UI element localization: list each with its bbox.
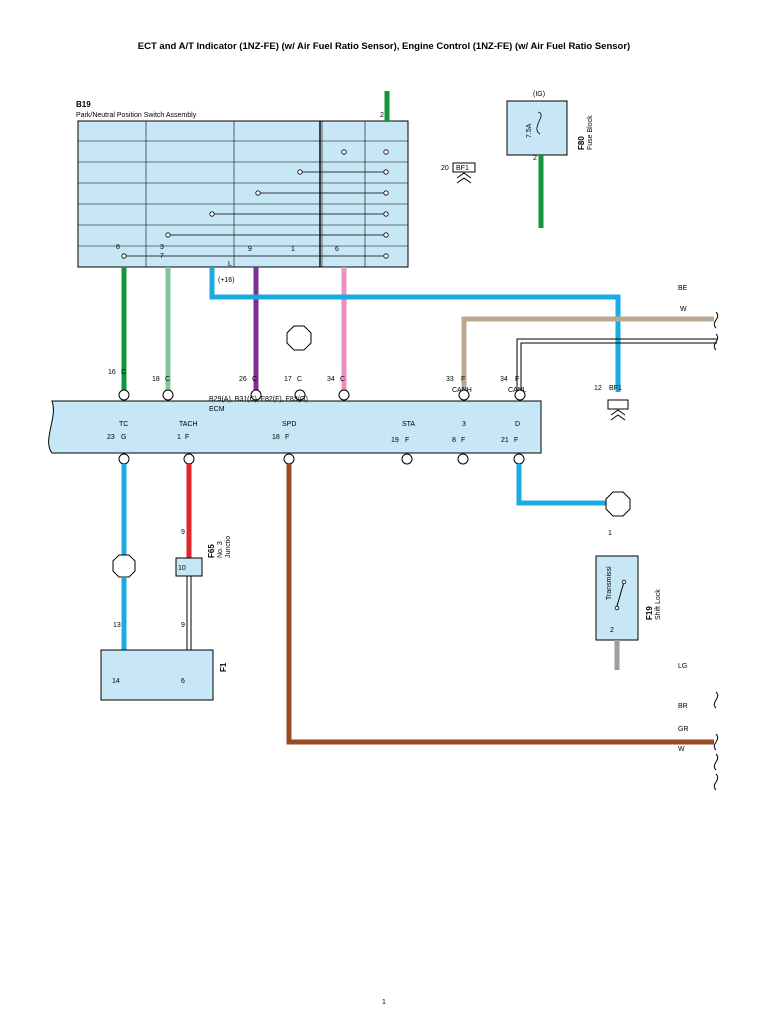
junction-pin-bottom: 9 <box>181 622 185 629</box>
f19-name: Shift Lock <box>655 589 662 620</box>
ecm-top-pin-34f: 34 <box>500 376 508 383</box>
ecm-box <box>48 400 542 454</box>
b19-pin-1: 1 <box>291 246 295 253</box>
b19-switch-box <box>77 120 409 268</box>
wire-blue-b19-l <box>209 267 621 392</box>
bf1-mid-connector <box>607 399 629 410</box>
ecm-term-spd: SPD <box>282 421 296 428</box>
b19-id: B19 <box>76 100 91 109</box>
page-number: 1 <box>382 999 386 1006</box>
fuse-rating: 7.5A <box>526 123 533 138</box>
wire-label-w-top: W <box>680 306 687 313</box>
b19-pin-6: 6 <box>335 246 339 253</box>
f1-pin-6: 6 <box>181 678 185 685</box>
b19-pin-top: 2 <box>380 112 384 119</box>
f19-id: F19 <box>645 606 654 620</box>
ecm-connectors: B29(A), B31(C), F82(F), F83(G) <box>209 396 308 403</box>
wire-label-br: BR <box>678 703 688 710</box>
junction-pin-top: 9 <box>181 529 185 536</box>
junction-f65-box <box>175 557 203 577</box>
svg-text:C: C <box>297 376 302 383</box>
svg-text:F: F <box>514 437 518 444</box>
wire-label-lg: LG <box>678 663 687 670</box>
ecm-term-tach: TACH <box>179 421 198 428</box>
svg-text:F: F <box>461 437 465 444</box>
bf1-top-pin: 20 <box>441 165 449 172</box>
f19-shift-lock-box <box>595 555 639 641</box>
octagon-connector-d <box>605 491 631 517</box>
octagon-connector-top <box>286 325 312 351</box>
bf1-top-connector <box>452 162 476 173</box>
f19-label: Transmissi <box>606 566 613 600</box>
b19-grid <box>78 121 408 267</box>
ecm-bottom-pin-circles <box>118 453 525 465</box>
wire-white-canl <box>520 342 717 392</box>
f1-pin-14: 14 <box>112 678 120 685</box>
wire-break-marks <box>713 691 719 791</box>
ecm-top-pin-26: 26 <box>239 376 247 383</box>
bf1-mid-pin: 12 <box>594 385 602 392</box>
f1-pin-top: 13 <box>113 622 121 629</box>
junction-line1: No. 3 <box>217 541 224 558</box>
b19-pin-8: 8 <box>116 244 120 251</box>
svg-text:8: 8 <box>452 437 456 444</box>
f19-pin: 2 <box>610 627 614 634</box>
wire-blue-d <box>516 464 608 506</box>
svg-text:C: C <box>252 376 257 383</box>
svg-text:C: C <box>165 376 170 383</box>
b19-pin-9: 9 <box>248 246 252 253</box>
svg-text:F: F <box>285 434 289 441</box>
svg-text:18: 18 <box>272 434 280 441</box>
wire-brown-spd <box>286 464 714 745</box>
svg-text:23: 23 <box>107 434 115 441</box>
svg-text:1: 1 <box>177 434 181 441</box>
ecm-term-tc: TC <box>119 421 128 428</box>
bf1-mid-label: BF1 <box>609 385 622 392</box>
svg-text:C: C <box>121 369 126 376</box>
junction-pin-box: 10 <box>178 565 186 572</box>
b19-pin-3: 3 <box>160 244 164 251</box>
f1-id: F1 <box>219 662 228 672</box>
ecm-term-d: D <box>515 421 520 428</box>
ecm-top-pin-18: 18 <box>152 376 160 383</box>
wire-label-gr: GR <box>678 726 689 733</box>
svg-text:C: C <box>340 376 345 383</box>
svg-text:21: 21 <box>501 437 509 444</box>
f1-box <box>100 649 214 701</box>
svg-text:F: F <box>515 376 519 383</box>
ecm-top-pin-circles <box>118 389 526 401</box>
octagon-connector-tc <box>112 554 136 578</box>
b19-pin-l: L <box>228 261 232 268</box>
wire-label-be: BE <box>678 285 688 292</box>
b19-pin-7: 7 <box>160 253 164 260</box>
junction-line2: Junctio <box>225 536 232 558</box>
fuse-name: Fuse Block <box>587 115 594 150</box>
svg-text:F: F <box>185 434 189 441</box>
svg-text:F: F <box>405 437 409 444</box>
wire-label-w-bottom: W <box>678 746 685 753</box>
fuse-ig: (IG) <box>533 91 545 98</box>
b19-contacts <box>121 149 389 259</box>
fuse-pin: 2 <box>533 155 537 162</box>
svg-text:G: G <box>121 434 126 441</box>
ecm-top-pin-17: 17 <box>284 376 292 383</box>
diagram-title: ECT and A/T Indicator (1NZ-FE) (w/ Air F… <box>137 41 631 52</box>
ecm-top-pin-34c: 34 <box>327 376 335 383</box>
svg-text:F: F <box>461 376 465 383</box>
ecm-term-sta: STA <box>402 421 415 428</box>
junction-id: F65 <box>207 544 216 558</box>
ecm-top-pin-16: 16 <box>108 369 116 376</box>
ecm-term-3: 3 <box>462 421 466 428</box>
bf1-top-label: BF1 <box>456 165 469 172</box>
wire-tan-canh <box>461 316 714 392</box>
b19-name: Park/Neutral Position Switch Assembly <box>76 112 197 119</box>
f19-conn-pin: 1 <box>608 530 612 537</box>
b19-plus16: (+16) <box>218 277 235 284</box>
ecm-name: ECM <box>209 406 225 413</box>
fuse-id: F80 <box>577 136 586 150</box>
ecm-top-pin-33f: 33 <box>446 376 454 383</box>
svg-text:19: 19 <box>391 437 399 444</box>
